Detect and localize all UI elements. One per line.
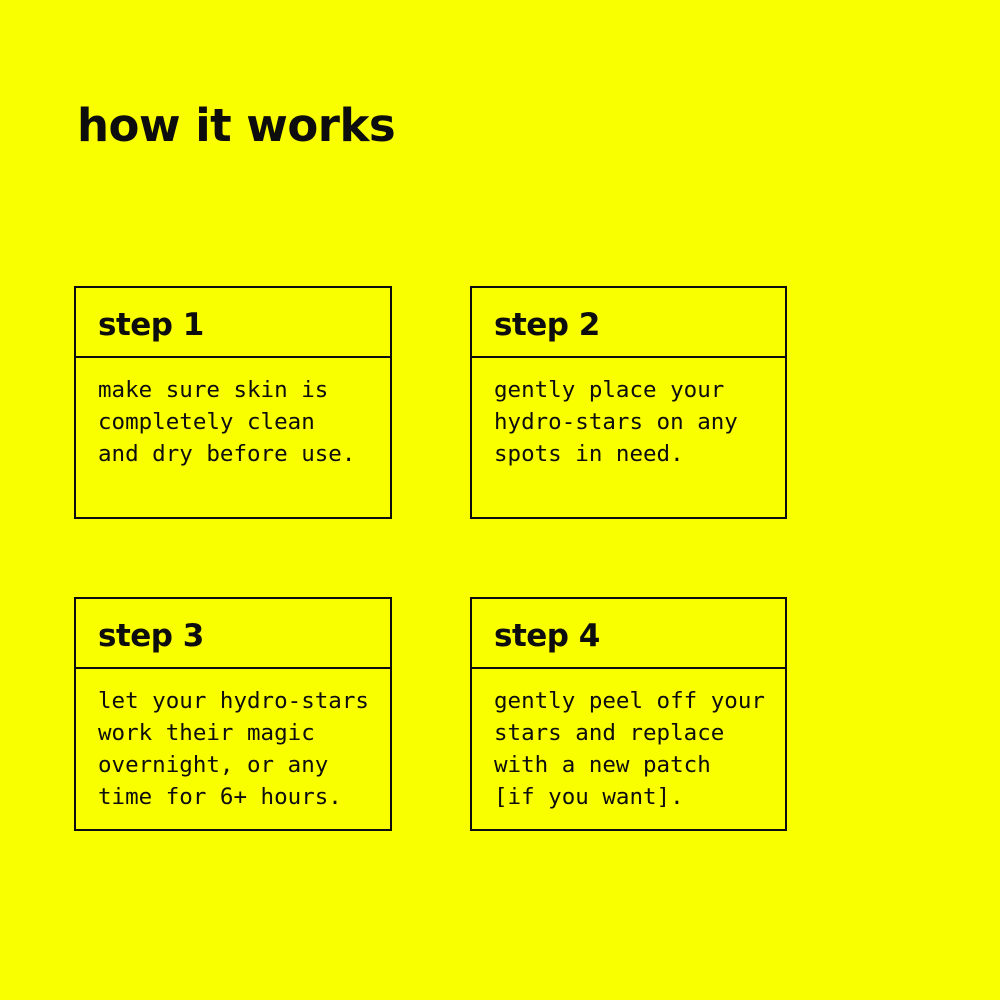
step-1-header: step 1 <box>76 288 390 358</box>
step-card-2: step 2 gently place your hydro-stars on … <box>470 286 787 519</box>
step-2-label: step 2 <box>494 306 600 343</box>
page-title: how it works <box>77 99 396 152</box>
steps-grid: step 1 make sure skin is completely clea… <box>74 286 787 831</box>
step-3-body: let your hydro-stars work their magic ov… <box>98 688 369 810</box>
step-1-body: make sure skin is completely clean and d… <box>98 377 356 467</box>
step-1-label: step 1 <box>98 306 204 343</box>
step-4-label: step 4 <box>494 617 600 654</box>
step-2-header: step 2 <box>472 288 785 358</box>
step-2-body: gently place your hydro-stars on any spo… <box>494 377 738 467</box>
step-3-header: step 3 <box>76 599 390 669</box>
step-card-1: step 1 make sure skin is completely clea… <box>74 286 392 519</box>
step-card-4: step 4 gently peel off your stars and re… <box>470 597 787 831</box>
step-3-label: step 3 <box>98 617 204 654</box>
step-card-3: step 3 let your hydro-stars work their m… <box>74 597 392 831</box>
step-4-header: step 4 <box>472 599 785 669</box>
step-4-body: gently peel off your stars and replace w… <box>494 688 765 810</box>
